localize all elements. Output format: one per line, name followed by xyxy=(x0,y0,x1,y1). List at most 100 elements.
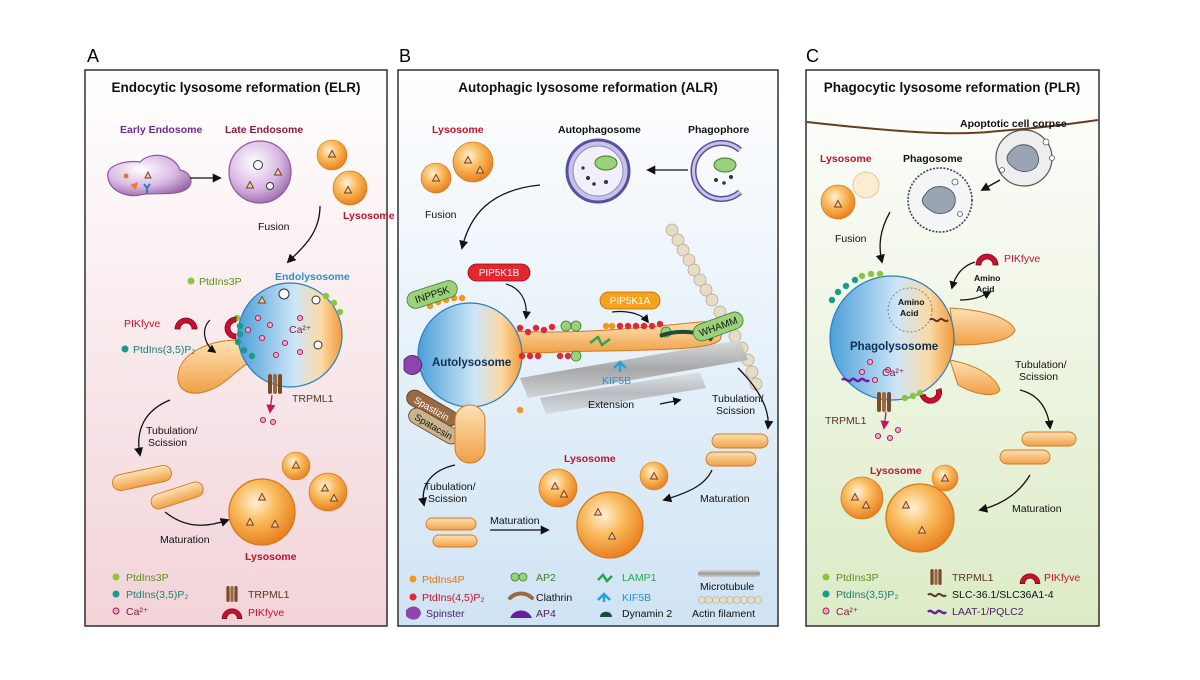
legend-a: PtdIns3P PtdIns(3,5)P₂ Ca²⁺ TRPML1 PIKfy… xyxy=(112,572,290,619)
pip5k1a-badge xyxy=(599,291,661,310)
late-endosome xyxy=(228,140,292,204)
digested-cargo xyxy=(887,287,933,333)
legend-b: PtdIns4P PtdIns(4,5)P₂ Spinster AP2 Clat… xyxy=(406,570,762,620)
ptdins3p-membrane-dots xyxy=(858,270,924,402)
legend-ptdins45p2: PtdIns(4,5)P₂ xyxy=(422,592,484,604)
calcium-label: Ca²⁺ xyxy=(882,367,905,379)
ptdins3p-dot xyxy=(187,277,195,285)
tubule xyxy=(112,464,172,492)
panel-c-title: Phagocytic lysosome reformation (PLR) xyxy=(824,80,1081,95)
cargo-triangle xyxy=(144,170,152,179)
calcium-dots xyxy=(244,314,304,359)
late-endosome-label: Late Endosome xyxy=(225,124,303,136)
amino-in-1: Amino xyxy=(898,297,924,307)
lysosome-top-label: Lysosome xyxy=(343,210,395,222)
tubulation-left-1: Tubulation/ xyxy=(424,481,476,493)
laat1-transporter-icon xyxy=(841,377,870,383)
legend-pikfyve: PIKfyve xyxy=(248,607,284,619)
legend-trpml1: TRPML1 xyxy=(952,572,994,584)
trpml1-channel-icon xyxy=(268,374,282,394)
legend-kif5b: KIF5B xyxy=(622,592,651,604)
downward-tubule xyxy=(454,404,486,464)
arrow-amino-export xyxy=(959,291,992,301)
released-calcium xyxy=(874,426,902,442)
tubule xyxy=(711,433,769,449)
fusion-label: Fusion xyxy=(835,233,867,245)
ilv-vesicle xyxy=(278,288,290,300)
tubule xyxy=(705,451,757,467)
tubulation-left-2: Scission xyxy=(428,493,467,505)
legend-c: PtdIns3P PtdIns(3,5)P₂ Ca²⁺ TRPML1 SLC-3… xyxy=(822,569,1080,618)
ptdins35p2-dot xyxy=(121,345,129,353)
tubulation-label-2: Scission xyxy=(148,437,187,449)
phagolysosome-label: Phagolysosome xyxy=(850,341,938,353)
legend-ap4-icon xyxy=(510,610,532,618)
maturation-arrow xyxy=(164,511,230,527)
tubulation-right-1: Tubulation/ xyxy=(712,393,764,405)
legend-lamp1-icon xyxy=(597,573,613,583)
lysosome-faded xyxy=(852,171,880,199)
tubule xyxy=(1021,431,1077,447)
legend-ap2-icon xyxy=(510,572,528,582)
receptor-icon xyxy=(130,182,138,190)
legend-pikfyve: PIKfyve xyxy=(1044,572,1080,584)
legend-dynamin2-icon xyxy=(600,611,612,617)
ilv-vesicle xyxy=(266,182,274,190)
tubulation-label-2: Scission xyxy=(1019,371,1058,383)
lysosome-bottom-label: Lysosome xyxy=(245,551,297,563)
tubule xyxy=(432,534,478,548)
mitochondrion-icon xyxy=(594,155,618,171)
fusion-label: Fusion xyxy=(425,209,457,221)
tubulation-right-2: Scission xyxy=(716,405,755,417)
receptor-icon xyxy=(143,183,151,194)
panel-a: A Endocytic lysosome reformation (ELR) E… xyxy=(84,46,395,627)
fusion-arrow xyxy=(459,184,541,250)
lysosome-small xyxy=(332,170,368,206)
legend-ptdins35p2: PtdIns(3,5)P₂ xyxy=(836,589,898,601)
pip5k1b-badge xyxy=(467,263,531,282)
panel-a-letter: A xyxy=(87,46,99,66)
legend-actin-icon xyxy=(698,596,762,604)
pikfyve-callout: PIKfyve xyxy=(124,318,160,330)
tubulation-label-1: Tubulation/ xyxy=(1015,359,1067,371)
panel-b-title: Autophagic lysosome reformation (ALR) xyxy=(458,80,718,95)
legend-ap2: AP2 xyxy=(536,572,556,584)
tubulation-label-1: Tubulation/ xyxy=(146,425,198,437)
tubule xyxy=(150,481,204,510)
ptdins45p2-dots xyxy=(426,320,664,426)
ptdins35p2-membrane-dots xyxy=(234,322,256,360)
extension-arrow xyxy=(659,397,682,406)
early-endosome-label: Early Endosome xyxy=(120,124,202,136)
legend-spinster: Spinster xyxy=(426,608,465,620)
autophagosome-label: Autophagosome xyxy=(558,124,641,136)
cargo-debris xyxy=(581,166,608,186)
ptdins4p-dots xyxy=(426,294,616,414)
maturation-right-label: Maturation xyxy=(700,493,750,505)
legend-calcium-swatch xyxy=(112,607,120,615)
amino-out-2: Acid xyxy=(976,284,994,294)
trpml1-callout: TRPML1 xyxy=(825,415,867,427)
phagolysosome-tubule-bottom xyxy=(949,359,1001,396)
panel-a-title: Endocytic lysosome reformation (ELR) xyxy=(111,80,360,95)
phagosome-label: Phagosome xyxy=(903,153,963,165)
legend-slc: SLC-36.1/SLC36A1-4 xyxy=(952,589,1054,601)
released-calcium xyxy=(259,416,277,426)
maturation-label: Maturation xyxy=(160,534,210,546)
phagophore-membrane xyxy=(691,141,741,201)
phagophore-label: Phagophore xyxy=(688,124,749,136)
lysosome-small xyxy=(452,141,494,183)
microtubule xyxy=(540,372,706,414)
tubulation-left-arrow xyxy=(418,464,456,507)
legend-laat-icon xyxy=(927,609,947,615)
calcium-release-arrow xyxy=(266,394,276,414)
lysosome-large xyxy=(576,491,644,559)
apoptotic-bodies xyxy=(999,138,1055,173)
legend-dynamin2: Dynamin 2 xyxy=(622,608,672,620)
endolysosome-tubule xyxy=(177,339,251,394)
legend-ptdins3p-swatch xyxy=(112,573,120,581)
ptdins35p2-membrane-dots xyxy=(828,276,859,304)
legend-ptdins4p-swatch xyxy=(409,575,417,583)
pip5k1a-label: PIP5K1A xyxy=(610,296,651,307)
arrow-engulf xyxy=(980,179,1001,191)
